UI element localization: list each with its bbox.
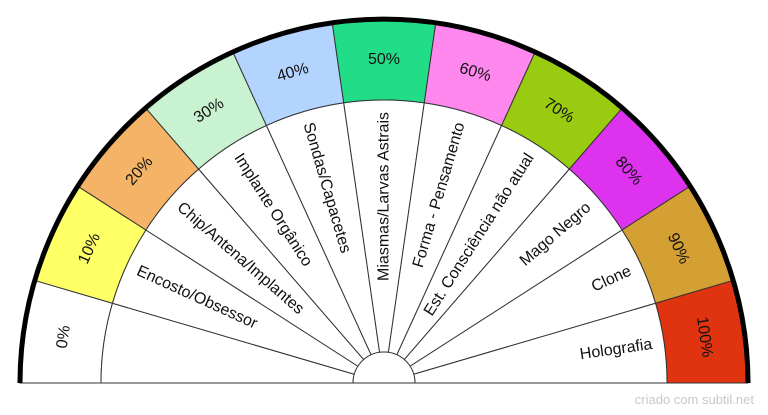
pct-label-100: 100% [693,315,716,358]
pct-label-50: 50% [368,51,400,68]
pct-label-0: 0% [54,324,74,349]
outer-rim [17,16,751,384]
hub-semicircle [352,351,416,384]
center-hub [352,351,416,384]
outer-arc [17,16,751,384]
item-label-5: Miasmas/Larvas Astrais [376,112,393,281]
credit-text: criado com subtil.net [634,392,754,407]
label-area: Encosto/ObsessorChip/Antena/ImplantesImp… [100,99,668,384]
